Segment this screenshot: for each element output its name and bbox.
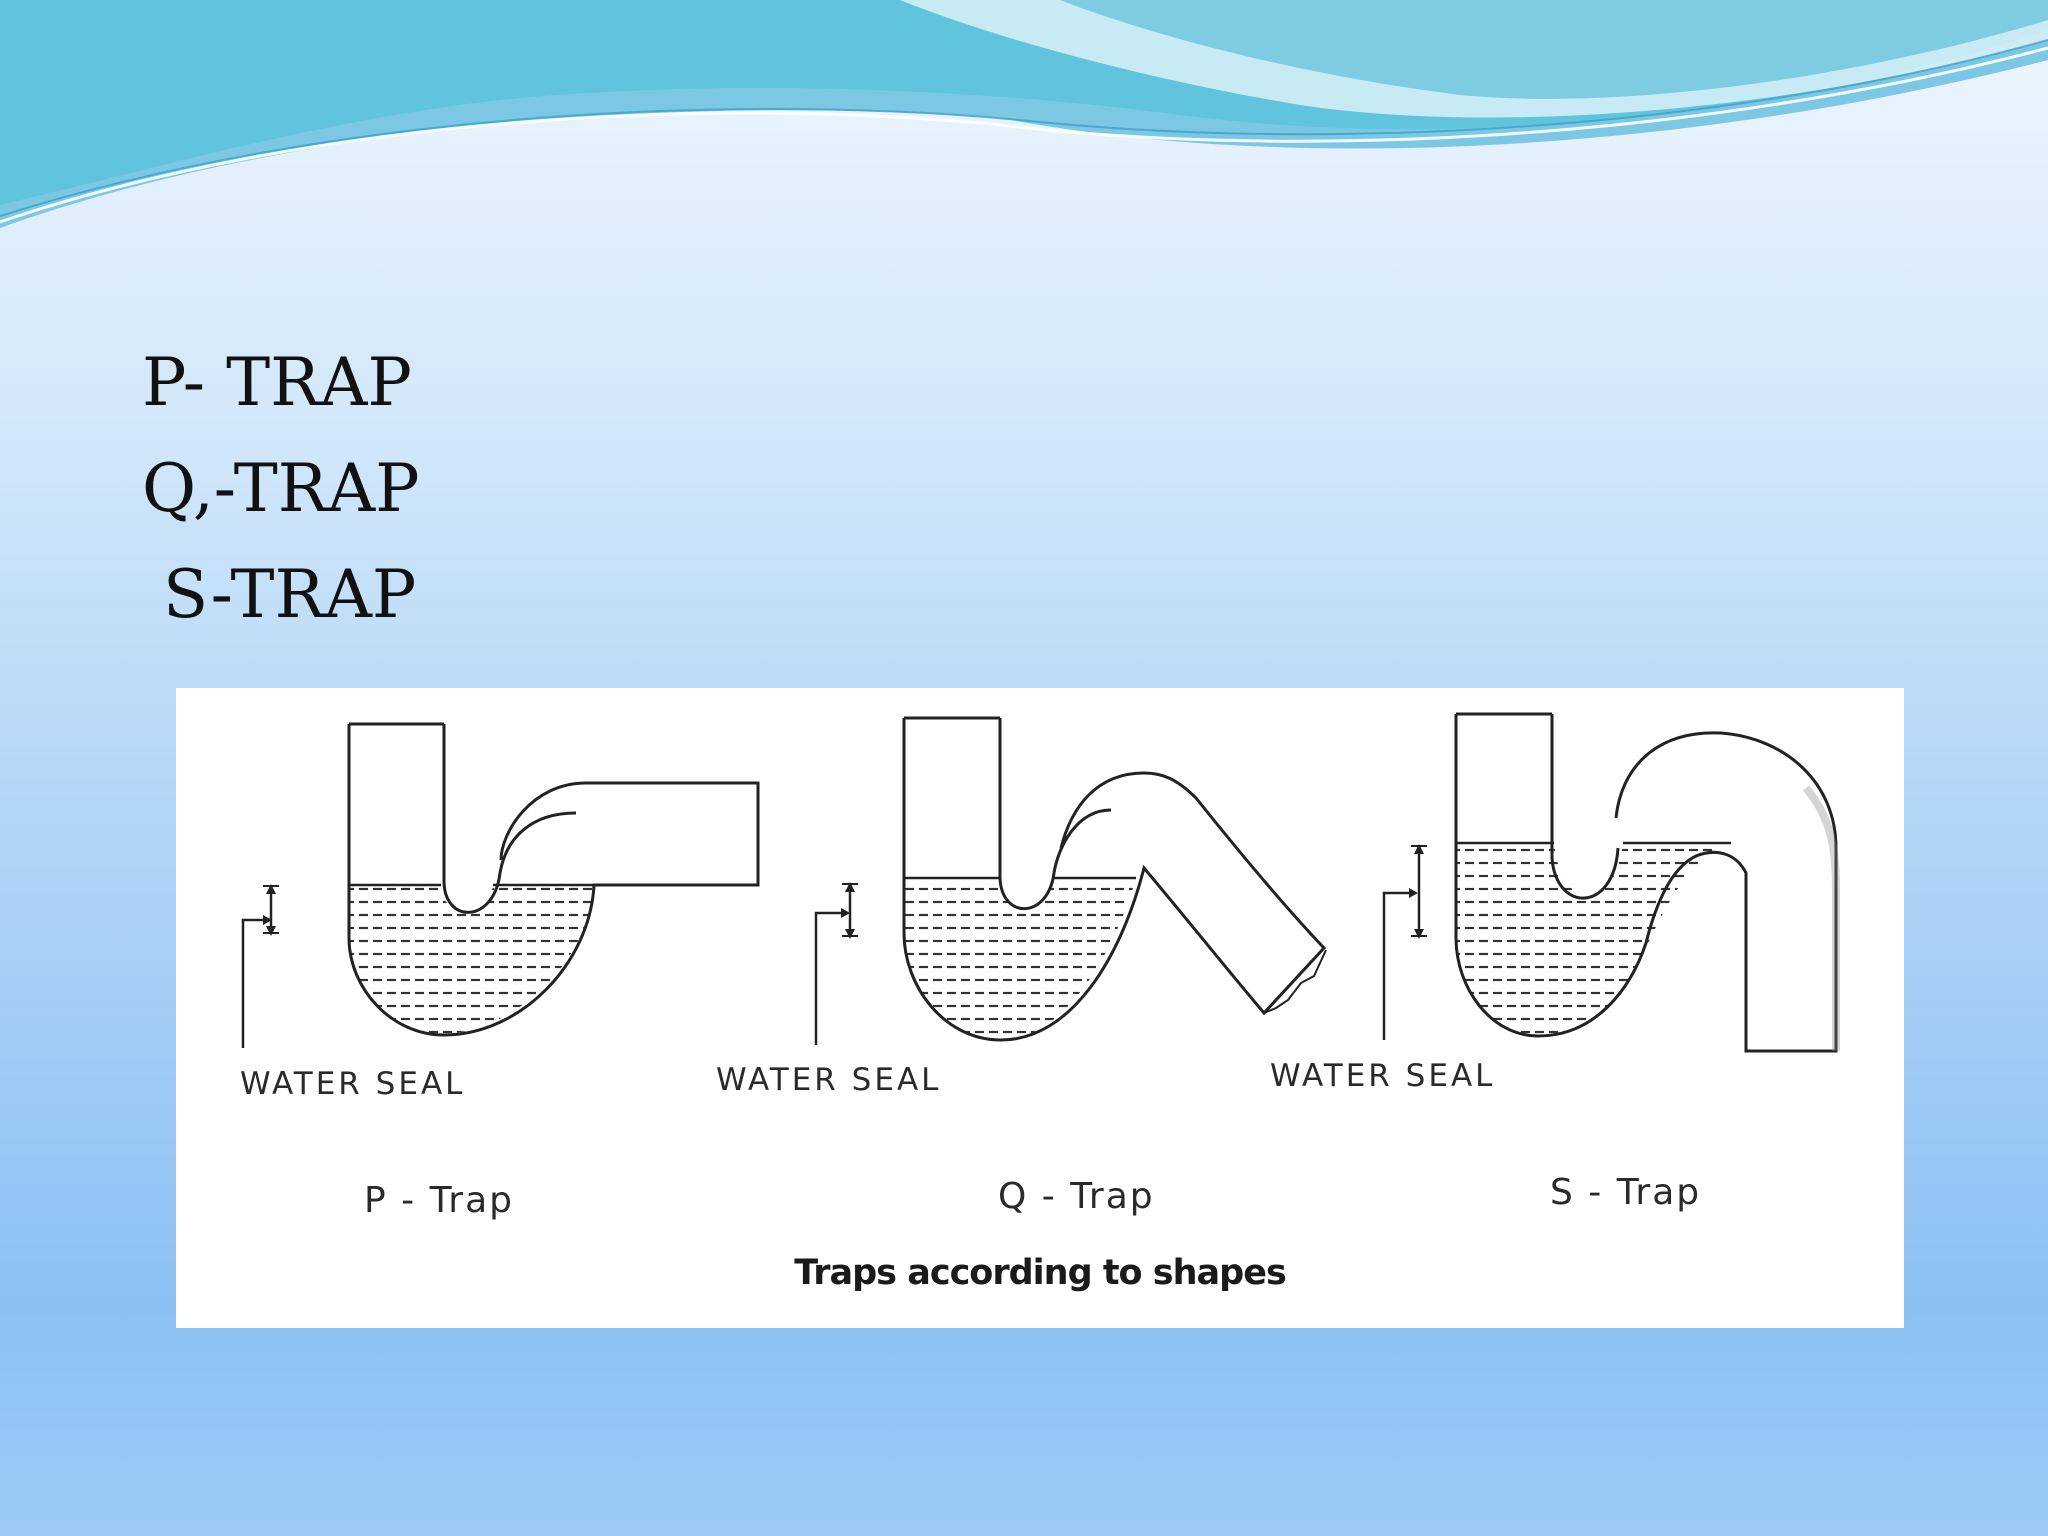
figure-caption: Traps according to shapes <box>794 1253 1287 1293</box>
s-trap-seal-indicator <box>1382 844 1427 1040</box>
p-trap-water <box>349 885 593 1034</box>
q-trap-seal-label: WATER SEAL <box>716 1062 942 1098</box>
s-trap-name: S - Trap <box>1550 1172 1702 1213</box>
traps-diagram: WATER SEAL WATER SEAL WATER SEAL P - Tra… <box>176 688 1904 1328</box>
p-trap-drawing <box>241 722 760 1048</box>
header-wave-decoration <box>0 0 2048 228</box>
bullet-p-trap: P- TRAP <box>142 344 412 421</box>
s-trap-seal-label: WATER SEAL <box>1270 1058 1496 1094</box>
s-trap-drawing <box>1382 712 1840 1053</box>
q-trap-seal-indicator <box>814 882 858 1045</box>
s-trap-water <box>1456 843 1729 1036</box>
bullet-s-trap: S-TRAP <box>142 556 417 633</box>
p-trap-seal-label: WATER SEAL <box>240 1066 466 1102</box>
bullet-q-trap: Q,-TRAP <box>142 450 420 527</box>
q-trap-name: Q - Trap <box>998 1176 1155 1217</box>
p-trap-name: P - Trap <box>364 1180 514 1221</box>
p-trap-seal-indicator <box>241 884 279 1048</box>
p-trap-inner-wall <box>444 724 758 907</box>
trap-types-list: P- TRAP Q,-TRAP S-TRAP <box>142 330 420 648</box>
p-trap-outer-wall <box>347 724 760 1037</box>
q-trap-drawing <box>814 716 1327 1045</box>
traps-diagram-drawing <box>241 712 1840 1053</box>
q-trap-water <box>904 878 1136 1040</box>
